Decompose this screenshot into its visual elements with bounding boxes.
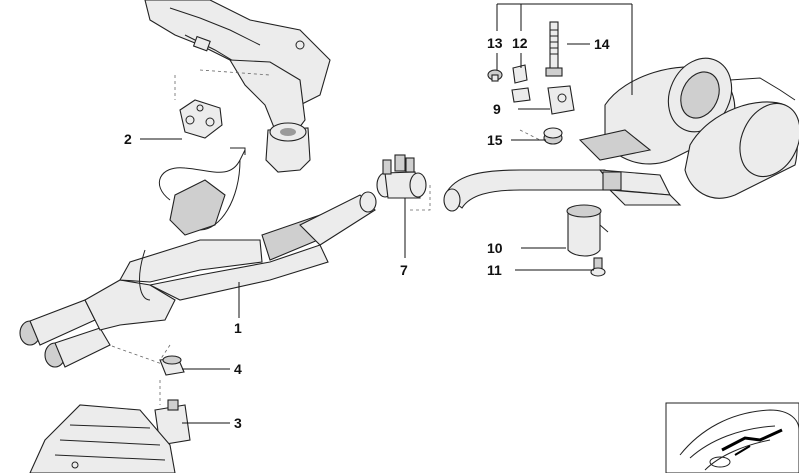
rubber-mount-part-9 bbox=[547, 85, 575, 115]
small-hardware-parts bbox=[487, 21, 609, 277]
callout-13: 13 bbox=[487, 35, 503, 51]
cup-part-10 bbox=[567, 209, 601, 257]
plate-part-12 bbox=[512, 64, 528, 84]
callout-7: 7 bbox=[400, 262, 408, 278]
heat-shield-plate bbox=[29, 404, 176, 473]
callout-4: 4 bbox=[234, 361, 242, 377]
rear-muffler-assembly bbox=[443, 57, 799, 212]
bracket-part-2 bbox=[179, 99, 223, 139]
callout-14: 14 bbox=[594, 36, 610, 52]
transmission-mount bbox=[265, 122, 311, 173]
front-exhaust-pipe-part-1 bbox=[19, 147, 377, 368]
callout-11: 11 bbox=[487, 262, 502, 278]
callout-3: 3 bbox=[234, 415, 242, 431]
pipe-clamp-part-7 bbox=[376, 154, 427, 199]
vehicle-locator-thumbnail bbox=[665, 402, 799, 473]
callout-10: 10 bbox=[487, 240, 503, 256]
body-underside-section bbox=[144, 0, 331, 141]
callout-9: 9 bbox=[493, 101, 501, 117]
callout-2: 2 bbox=[124, 131, 132, 147]
small-mount-part-4 bbox=[159, 355, 185, 376]
leader-lines bbox=[140, 3, 633, 424]
callout-12: 12 bbox=[512, 35, 528, 51]
callout-15: 15 bbox=[487, 132, 503, 148]
callout-1: 1 bbox=[234, 320, 242, 336]
